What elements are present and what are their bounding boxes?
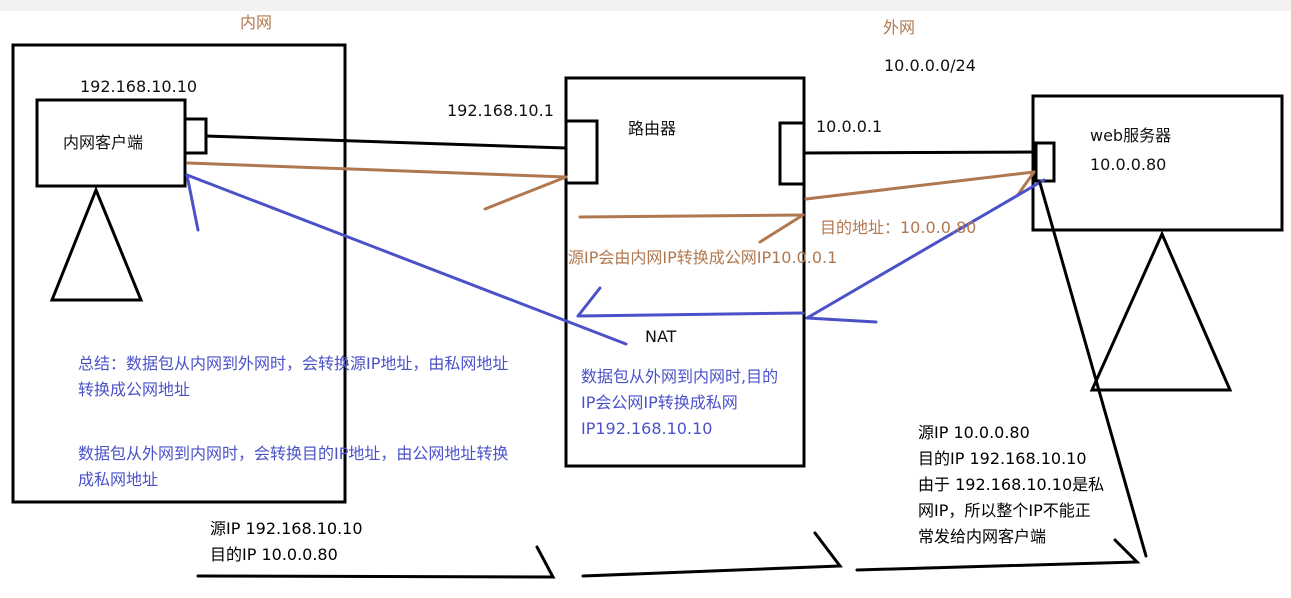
extranet-subnet-label: 10.0.0.0/24 xyxy=(884,56,976,75)
client-stand xyxy=(49,186,144,302)
summary-line: 总结：数据包从内网到外网时，会转换源IP地址，由私网地址 xyxy=(78,354,509,373)
extranet-label: 外网 xyxy=(883,18,916,37)
note-line: 网IP，所以整个IP不能正 xyxy=(918,501,1091,520)
client-port xyxy=(183,117,208,155)
intranet-label: 内网 xyxy=(240,13,273,32)
router-note-line: 数据包从外网到内网时,目的 xyxy=(581,367,779,386)
summary-inbound: 数据包从外网到内网时，会转换目的IP地址，由公网地址转换 成私网地址 xyxy=(78,441,508,493)
client-name-label: 内网客户端 xyxy=(63,133,144,152)
note-line: 由于 192.168.10.10是私 xyxy=(918,475,1105,494)
server-name-label: web服务器 xyxy=(1090,126,1172,145)
server-stand xyxy=(1089,230,1233,392)
summary-line: 转换成公网地址 xyxy=(78,380,191,399)
summary-outbound: 总结：数据包从内网到外网时，会转换源IP地址，由私网地址 转换成公网地址 xyxy=(78,351,508,403)
note-line: 目的IP 10.0.0.80 xyxy=(210,545,338,564)
router-lan-port xyxy=(564,119,599,185)
router-wan-ip-label: 10.0.0.1 xyxy=(816,117,883,136)
link-router-server xyxy=(803,150,1037,155)
nat-label: NAT xyxy=(645,327,677,346)
summary-line: 数据包从外网到内网时，会转换目的IP地址，由公网地址转换 xyxy=(78,444,509,463)
source-translate-label: 源IP会由内网IP转换成公网IP10.0.0.1 xyxy=(568,248,838,267)
note-line: 源IP 192.168.10.10 xyxy=(210,519,363,538)
note-line: 目的IP 192.168.10.10 xyxy=(918,449,1087,468)
router-wan-port xyxy=(778,121,806,186)
client-ip-label: 192.168.10.10 xyxy=(80,77,198,96)
dest-address-label: 目的地址：10.0.0.80 xyxy=(820,218,977,237)
router-lan-ip-label: 192.168.10.1 xyxy=(447,101,554,120)
summary-line: 成私网地址 xyxy=(78,470,159,489)
server-port xyxy=(1034,141,1056,183)
router-note-line: IP192.168.10.10 xyxy=(581,419,713,438)
bottom-right-note: 源IP 10.0.0.80 目的IP 192.168.10.10 由于 192.… xyxy=(918,420,1104,550)
note-line: 常发给内网客户端 xyxy=(918,527,1047,546)
intranet-box xyxy=(11,43,347,504)
link-client-router xyxy=(205,134,567,150)
top-bar xyxy=(0,0,1291,11)
bottom-strokes xyxy=(196,181,1148,579)
return-path xyxy=(185,173,1046,346)
outbound-path xyxy=(186,161,1036,244)
router-note-line: IP会公网IP转换成私网 xyxy=(581,393,738,412)
server-ip-label: 10.0.0.80 xyxy=(1090,155,1167,174)
router-box xyxy=(564,76,806,468)
server-box xyxy=(1031,94,1284,232)
router-note: 数据包从外网到内网时,目的 IP会公网IP转换成私网 IP192.168.10.… xyxy=(581,364,778,442)
bottom-left-note: 源IP 192.168.10.10 目的IP 10.0.0.80 xyxy=(210,516,363,568)
note-line: 源IP 10.0.0.80 xyxy=(918,423,1030,442)
router-name-label: 路由器 xyxy=(628,119,677,138)
